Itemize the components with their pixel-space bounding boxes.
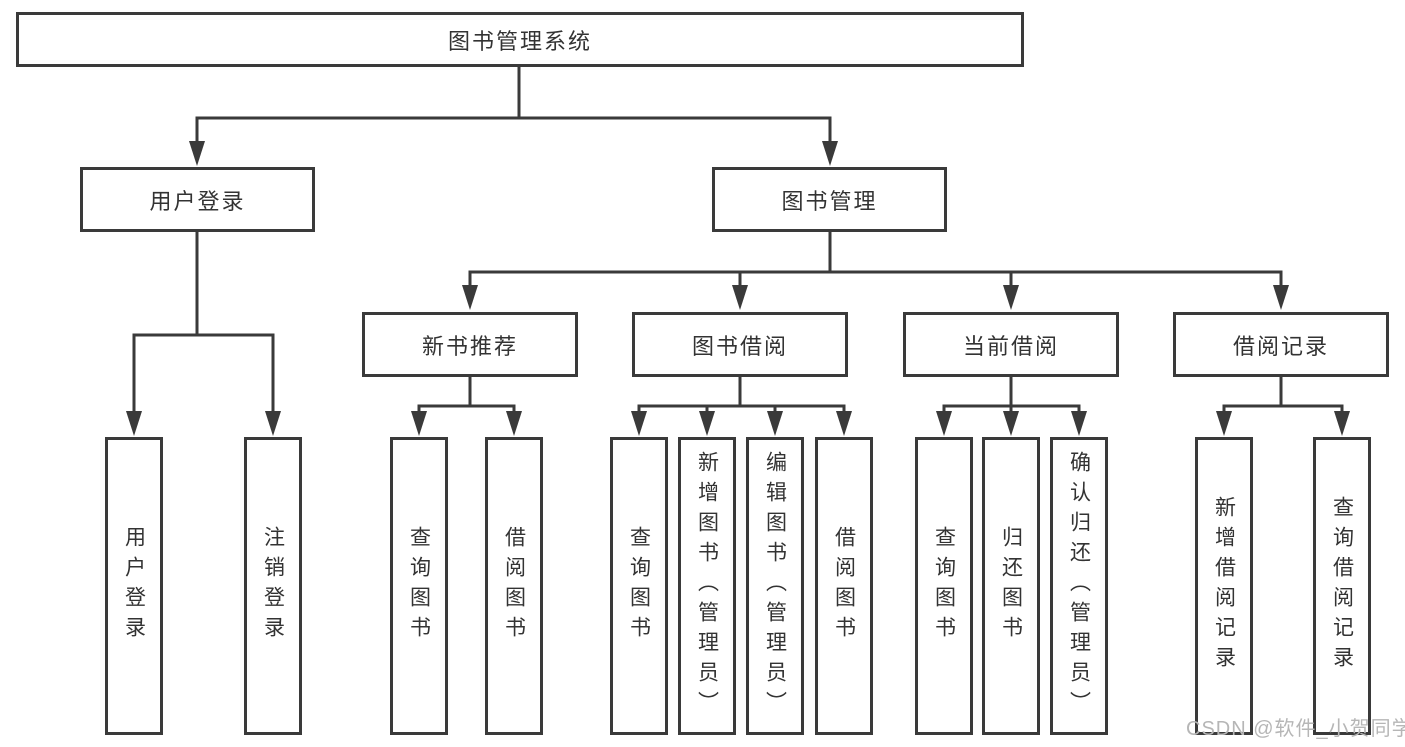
- leaf-label: 查询图书: [932, 526, 956, 646]
- leaf-label: 确认归还（管理员）: [1067, 451, 1091, 721]
- leaf-label: 查询图书: [407, 526, 431, 646]
- node-label: 图书管理系统: [447, 28, 592, 54]
- node-label: 图书借阅: [691, 333, 788, 359]
- node-user-login: 用户登录: [80, 167, 315, 232]
- node-borrow-records: 借阅记录: [1173, 312, 1389, 377]
- node-new-book-recommend: 新书推荐: [362, 312, 578, 377]
- leaf-label: 新增借阅记录: [1212, 496, 1236, 676]
- node-book-borrow: 图书借阅: [632, 312, 848, 377]
- leaf-label: 注销登录: [261, 526, 285, 646]
- node-book-management: 图书管理: [712, 167, 947, 232]
- leaf-query-books-recommend: 查询图书: [390, 437, 448, 735]
- node-label: 当前借阅: [962, 333, 1059, 359]
- leaf-borrow-books: 借阅图书: [815, 437, 873, 735]
- leaf-query-borrow-record: 查询借阅记录: [1313, 437, 1371, 735]
- leaf-add-book-admin: 新增图书（管理员）: [678, 437, 736, 735]
- leaf-logout: 注销登录: [244, 437, 302, 735]
- leaf-label: 新增图书（管理员）: [695, 451, 719, 721]
- csdn-watermark: CSDN @软件_小贺同学: [1186, 718, 1405, 740]
- leaf-label: 编辑图书（管理员）: [763, 451, 787, 721]
- leaf-query-books-borrow: 查询图书: [610, 437, 668, 735]
- leaf-confirm-return-admin: 确认归还（管理员）: [1050, 437, 1108, 735]
- leaf-add-borrow-record: 新增借阅记录: [1195, 437, 1253, 735]
- leaf-edit-book-admin: 编辑图书（管理员）: [746, 437, 804, 735]
- leaf-label: 借阅图书: [832, 526, 856, 646]
- leaf-label: 归还图书: [999, 526, 1023, 646]
- node-label: 借阅记录: [1232, 333, 1329, 359]
- leaf-label: 用户登录: [122, 526, 146, 646]
- arrowheads: [126, 141, 1350, 436]
- leaf-borrow-books-recommend: 借阅图书: [485, 437, 543, 735]
- node-label: 新书推荐: [421, 333, 518, 359]
- node-current-borrow: 当前借阅: [903, 312, 1119, 377]
- leaf-user-login: 用户登录: [105, 437, 163, 735]
- leaf-label: 查询图书: [627, 526, 651, 646]
- node-label: 图书管理: [781, 188, 878, 214]
- leaf-query-books-current: 查询图书: [915, 437, 973, 735]
- leaf-label: 借阅图书: [502, 526, 526, 646]
- node-label: 用户登录: [149, 188, 246, 214]
- leaf-label: 查询借阅记录: [1330, 496, 1354, 676]
- leaf-return-book: 归还图书: [982, 437, 1040, 735]
- node-root-system: 图书管理系统: [16, 12, 1024, 67]
